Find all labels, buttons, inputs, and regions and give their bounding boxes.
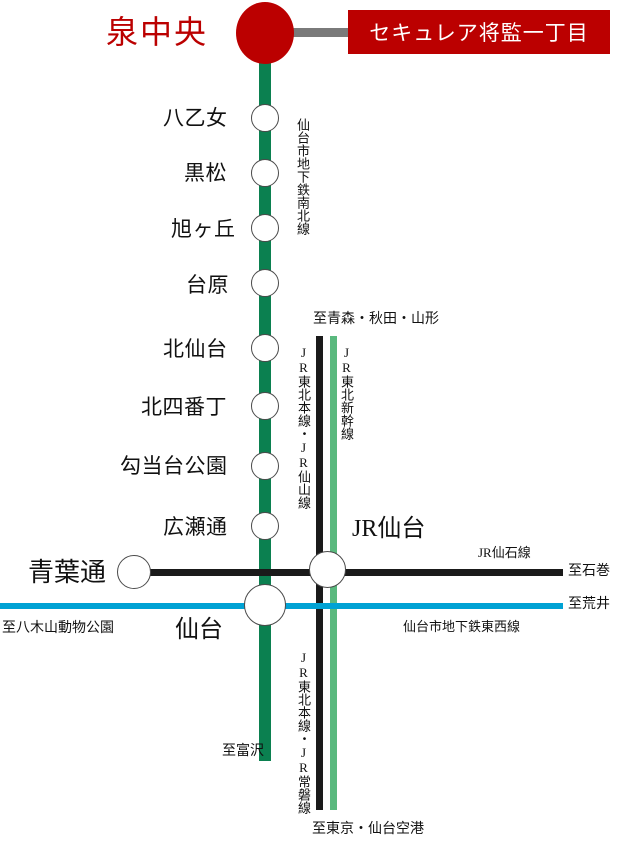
- line-label-senseki: JR仙石線: [478, 545, 531, 560]
- direction-label-east-senseki: 至石巻: [568, 564, 610, 579]
- station-asahigaoka-marker[interactable]: [251, 214, 279, 242]
- direction-label-west-tozai: 至八木山動物公園: [2, 621, 114, 636]
- station-jr-sendai-marker[interactable]: [309, 551, 346, 588]
- direction-label-east-tozai: 至荒井: [568, 597, 610, 612]
- line-label-shinkansen: JR東北新幹線: [339, 345, 354, 440]
- line-label-tohoku-senzan: JR東北本線・JR仙山線: [296, 345, 311, 509]
- station-kita-yobancho-label: 北四番丁: [141, 395, 227, 419]
- line-label-tohoku-joban: JR東北本線・JR常磐線: [296, 650, 311, 814]
- station-hirose-dori-marker[interactable]: [251, 512, 279, 540]
- station-yaotome-label: 八乙女: [163, 106, 228, 130]
- station-kuromatsu-label: 黒松: [184, 161, 227, 185]
- jr-senseki-line: [133, 569, 563, 576]
- station-sendai-marker[interactable]: [244, 584, 286, 626]
- property-name-badge[interactable]: セキュレア将監一丁目: [348, 10, 610, 54]
- station-izumi-chuo-marker[interactable]: [236, 2, 294, 64]
- station-sendai-label: 仙台: [175, 617, 223, 643]
- station-kotodai-koen-marker[interactable]: [251, 452, 279, 480]
- station-yaotome-marker[interactable]: [251, 104, 279, 132]
- station-dainohara-marker[interactable]: [251, 269, 279, 297]
- station-aoba-dori-label: 青葉通: [28, 558, 107, 587]
- station-kuromatsu-marker[interactable]: [251, 159, 279, 187]
- line-label-tozai: 仙台市地下鉄東西線: [403, 619, 521, 634]
- station-kotodai-koen-label: 勾当台公園: [120, 454, 228, 478]
- station-hirose-dori-label: 広瀬通: [163, 515, 228, 539]
- direction-label-south-jr: 至東京・仙台空港: [312, 822, 424, 837]
- station-asahigaoka-label: 旭ヶ丘: [171, 217, 236, 241]
- direction-label-north-jr: 至青森・秋田・山形: [313, 312, 439, 327]
- station-kita-sendai-marker[interactable]: [251, 334, 279, 362]
- direction-label-south-namboku: 至富沢: [222, 744, 264, 759]
- station-dainohara-label: 台原: [186, 273, 229, 297]
- station-izumi-chuo-label: 泉中央: [106, 14, 209, 50]
- station-kita-yobancho-marker[interactable]: [251, 392, 279, 420]
- station-kita-sendai-label: 北仙台: [163, 337, 228, 361]
- property-spur-connector: [292, 28, 352, 37]
- line-label-namboku: 仙台市地下鉄南北線: [295, 118, 310, 235]
- station-aoba-dori-marker[interactable]: [117, 555, 151, 589]
- station-jr-sendai-label: JR仙台: [352, 516, 426, 542]
